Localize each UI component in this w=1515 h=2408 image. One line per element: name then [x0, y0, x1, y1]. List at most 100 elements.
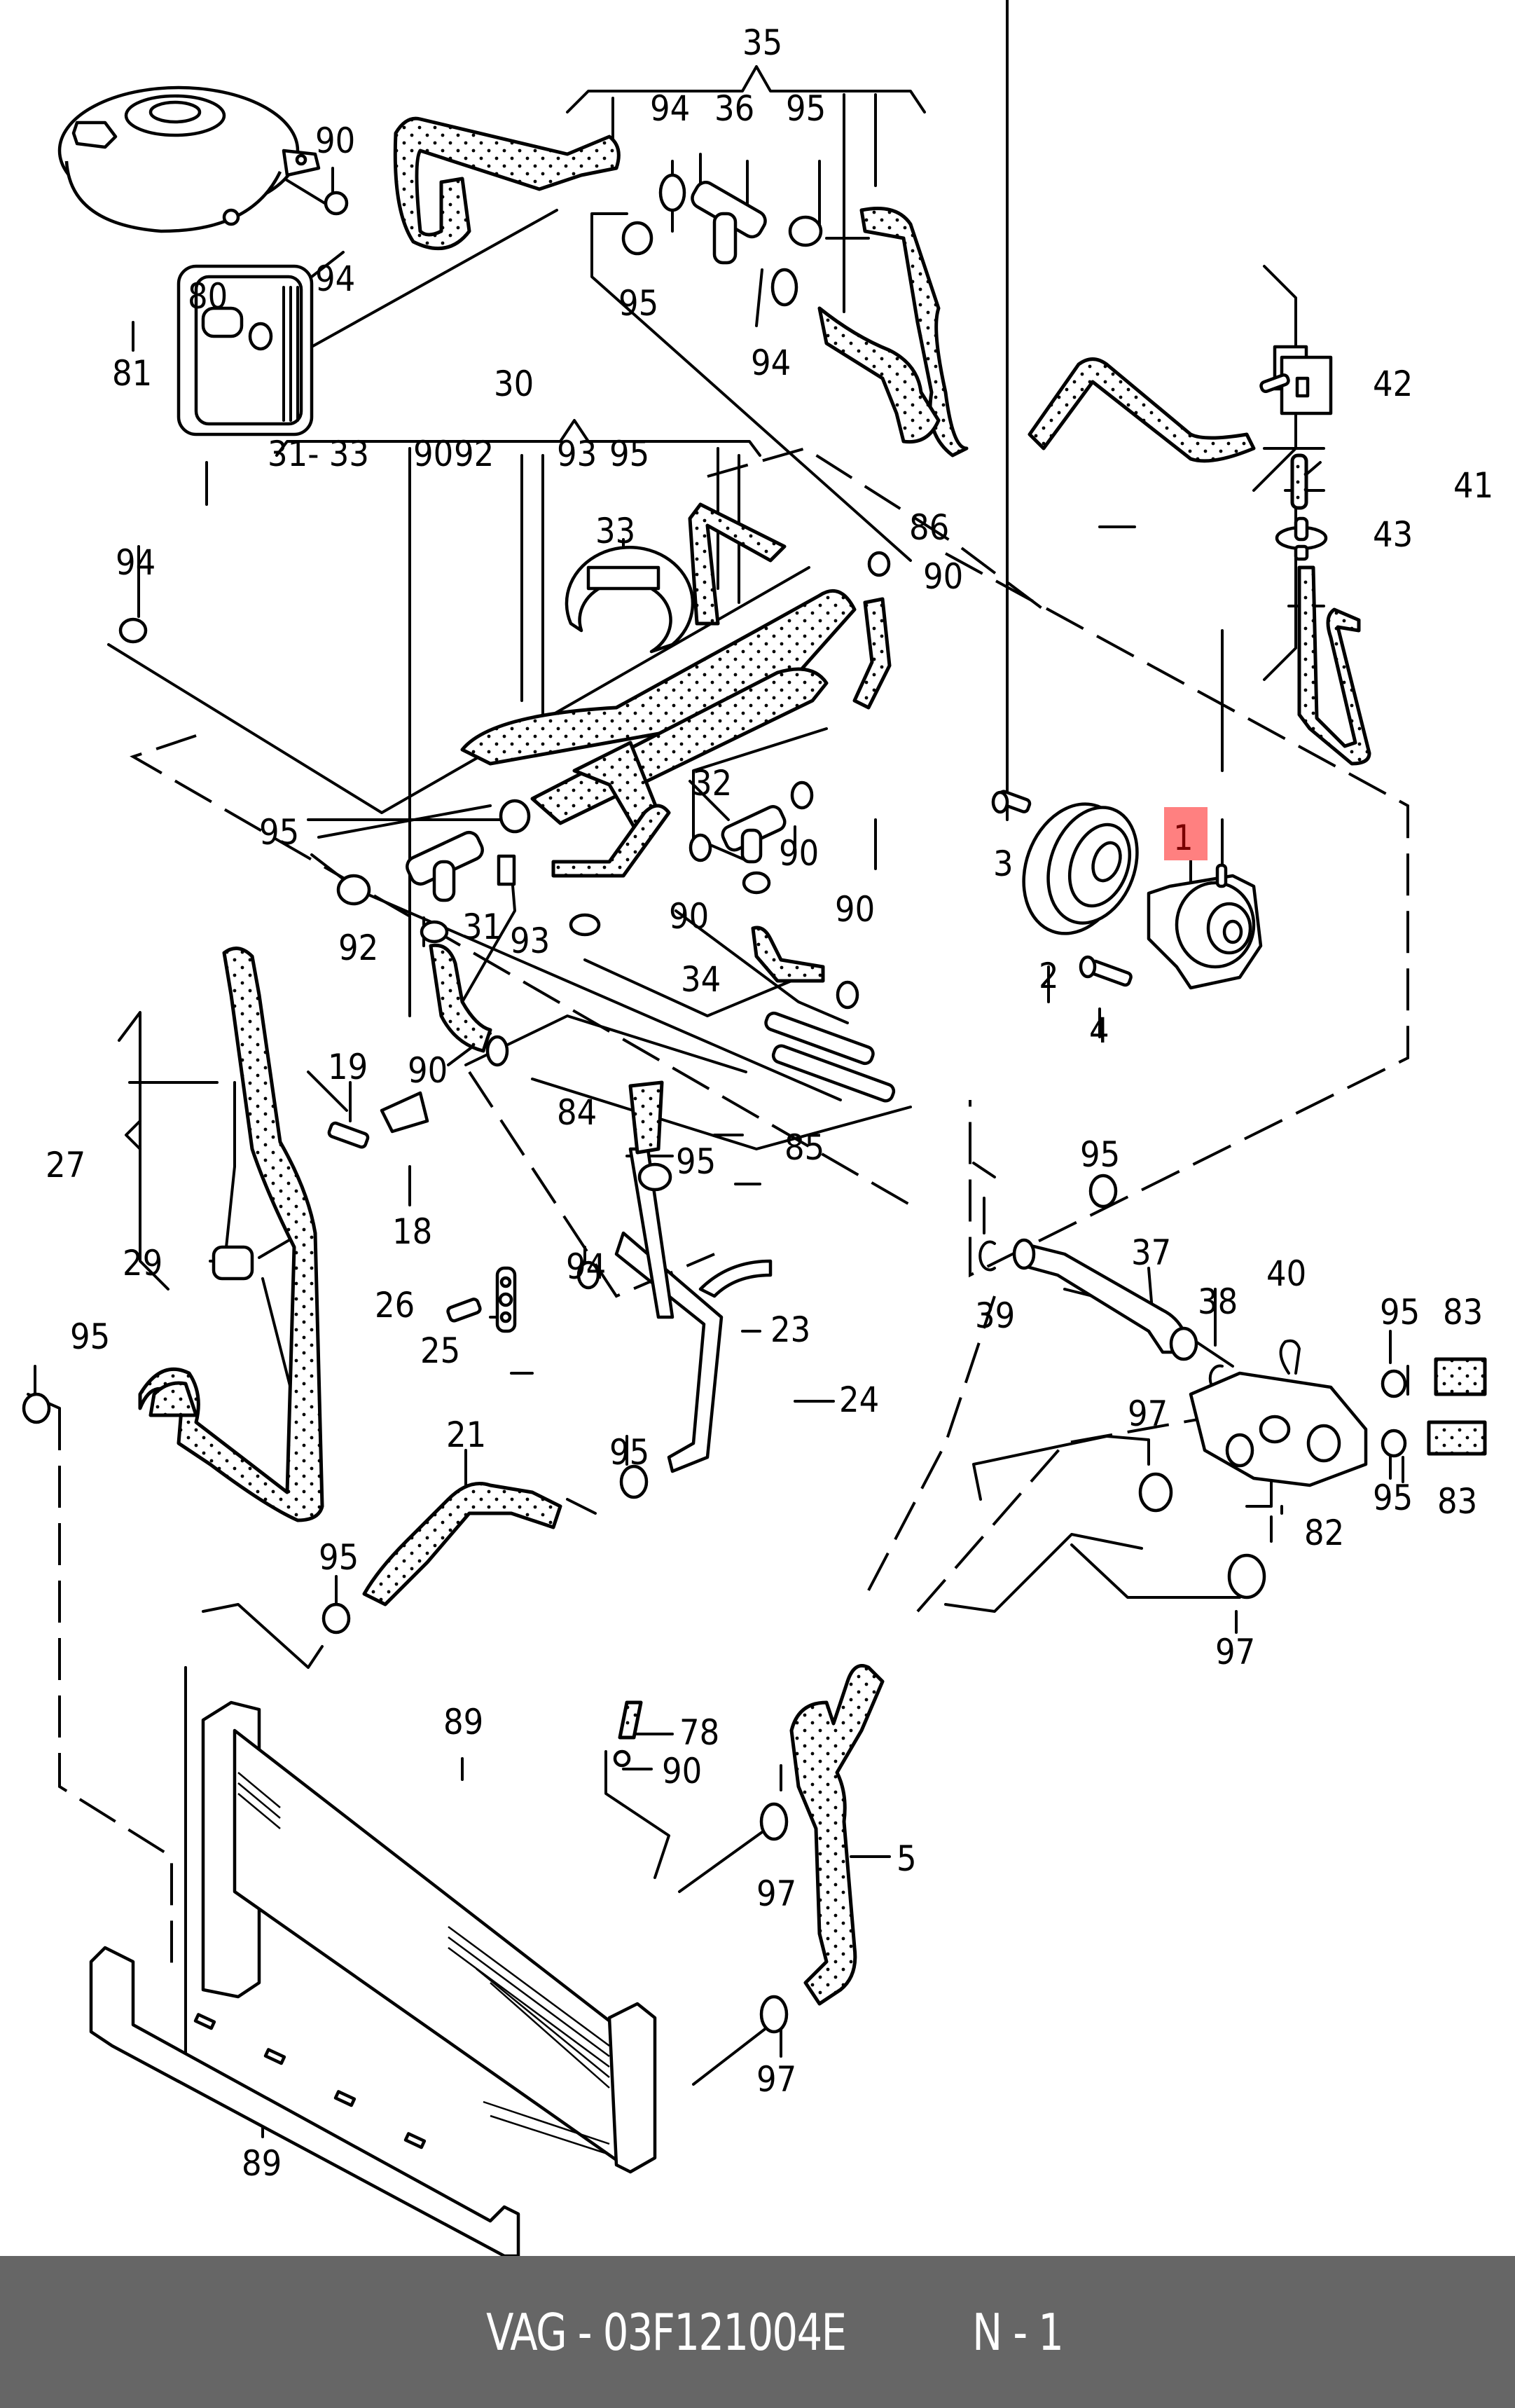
valve-42 — [1259, 345, 1333, 415]
oil-cooler — [177, 264, 314, 436]
coolant-pipe-37 — [1012, 1238, 1198, 1361]
callout-95: 95 — [1380, 1292, 1420, 1333]
callout-94: 94 — [650, 88, 690, 129]
callout-80: 80 — [188, 276, 228, 317]
callout-94: 94 — [315, 259, 355, 299]
callout-92: 92 — [454, 434, 494, 474]
callout-90: 90 — [923, 556, 963, 597]
pipe-assembly — [764, 1011, 896, 1103]
callout-34: 34 — [681, 959, 721, 1000]
callout-27: 27 — [46, 1145, 85, 1185]
callout-94: 94 — [566, 1246, 606, 1287]
tee-fittings — [406, 181, 787, 902]
callout-97: 97 — [756, 2059, 796, 2100]
hose-78 — [618, 1700, 643, 1740]
callout-95: 95 — [786, 88, 826, 129]
callout-21: 21 — [446, 1415, 486, 1455]
callout-43: 43 — [1373, 514, 1413, 555]
callout-95: 95 — [259, 812, 299, 853]
callout-82: 82 — [1304, 1513, 1344, 1553]
callout-33: 33 — [595, 511, 635, 551]
callout-95: 95 — [1080, 1134, 1120, 1175]
callout-95: 95 — [70, 1316, 110, 1357]
callout-2: 2 — [1039, 956, 1059, 996]
water-pump — [1147, 863, 1263, 990]
clip-29 — [212, 1245, 254, 1281]
callout-90: 90 — [662, 1751, 702, 1791]
hose-stubs-83 — [1427, 1357, 1487, 1456]
callout-95: 95 — [618, 283, 658, 324]
callout-94: 94 — [116, 542, 155, 583]
callout-83: 83 — [1437, 1481, 1477, 1522]
callout-18: 18 — [392, 1211, 432, 1252]
callout-37: 37 — [1131, 1232, 1171, 1273]
hose-left-bottom — [148, 1381, 198, 1417]
callout-78: 78 — [679, 1712, 719, 1753]
hose-clamps — [22, 173, 1407, 2034]
hose-5 — [789, 1664, 885, 2006]
callout-90: 90 — [408, 1050, 448, 1091]
callout-92: 92 — [338, 928, 378, 968]
callout-29: 29 — [123, 1243, 162, 1284]
check-valve-43 — [1275, 516, 1328, 561]
callout-89: 89 — [242, 2143, 282, 2184]
hose-group-35 — [393, 116, 1256, 463]
callout-90: 90 — [413, 434, 453, 474]
highlight-box — [1164, 807, 1208, 860]
callout-93: 93 — [510, 921, 550, 961]
callout-89: 89 — [443, 1702, 483, 1742]
callout-19: 19 — [328, 1047, 368, 1087]
callout-32: 32 — [692, 763, 732, 804]
side-tank-89 — [89, 1946, 520, 2256]
coolant-pipe-23 — [614, 1147, 773, 1473]
callout-95: 95 — [1373, 1478, 1413, 1518]
callout-81: 81 — [112, 353, 152, 394]
callout-95: 95 — [609, 434, 649, 474]
callout-93: 93 — [557, 434, 597, 474]
radiator — [201, 1700, 657, 2174]
callout-85: 85 — [784, 1127, 824, 1168]
callout-83: 83 — [1443, 1292, 1483, 1333]
part-number-banner: VAG - 03F121004E N - 1 — [0, 2256, 1515, 2408]
callout-42: 42 — [1373, 364, 1413, 404]
callout-95: 95 — [609, 1432, 649, 1473]
callout-4: 4 — [1089, 1010, 1109, 1051]
parts-diagram: 35 94 36 95 90 95 94 94 81 30 31- 33 90 … — [22, 0, 1493, 2256]
callout-36: 36 — [714, 88, 754, 129]
callout-40: 40 — [1266, 1253, 1306, 1294]
callout-31-33: 31- 33 — [268, 434, 369, 474]
callout-35: 35 — [742, 22, 782, 63]
callout-90: 90 — [315, 121, 355, 161]
hose-clip — [565, 545, 695, 654]
callout-39: 39 — [975, 1295, 1015, 1336]
callout-38: 38 — [1198, 1281, 1238, 1322]
thermostat-housing — [1189, 1371, 1368, 1487]
callout-5: 5 — [897, 1838, 917, 1879]
callout-90: 90 — [835, 889, 875, 930]
gasket-25 — [446, 1266, 517, 1333]
bolt-3 — [991, 790, 1032, 814]
part-number-label: VAG - 03F121004E — [486, 2302, 847, 2362]
callout-95: 95 — [319, 1537, 359, 1578]
bolt-4 — [1079, 955, 1133, 987]
hose-bundle-30 — [460, 502, 857, 829]
callout-90: 90 — [779, 833, 819, 874]
hose-21 — [362, 1482, 562, 1607]
callouts: 35 94 36 95 90 95 94 94 81 30 31- 33 90 … — [46, 22, 1493, 2184]
callout-26: 26 — [375, 1285, 415, 1326]
callout-41: 41 — [1453, 465, 1493, 506]
pulley-2 — [1022, 802, 1139, 935]
long-hose-27 — [138, 947, 324, 1522]
callout-97: 97 — [756, 1873, 796, 1914]
callout-86: 86 — [909, 507, 949, 548]
callout-97: 97 — [1128, 1394, 1168, 1434]
small-hoses — [429, 597, 892, 1053]
callout-97: 97 — [1215, 1632, 1255, 1672]
callout-95: 95 — [676, 1141, 716, 1182]
callout-94: 94 — [751, 343, 791, 383]
callout-24: 24 — [839, 1380, 879, 1420]
hose-84 — [628, 1080, 664, 1155]
callout-30: 30 — [494, 364, 534, 404]
callout-90: 90 — [669, 896, 709, 937]
callout-3: 3 — [993, 844, 1014, 884]
